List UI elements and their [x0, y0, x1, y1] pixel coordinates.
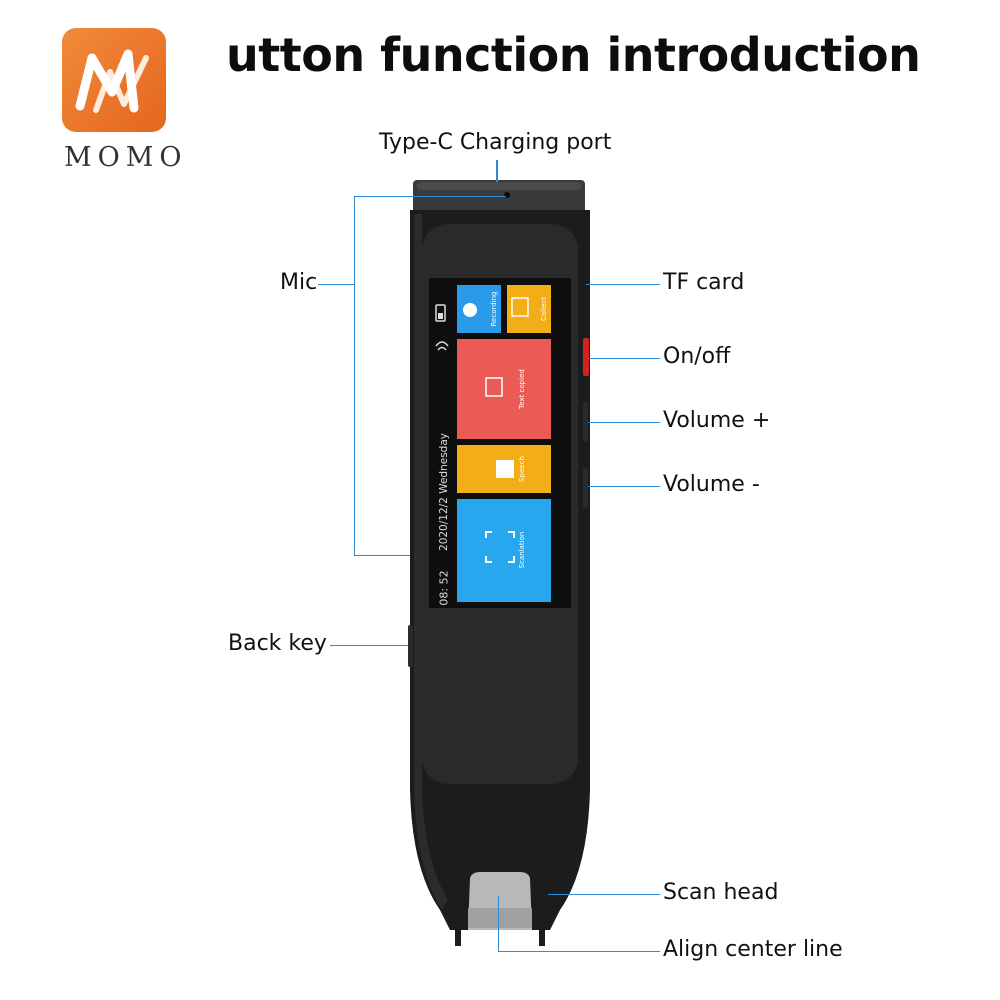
- label-volume-minus: Volume -: [663, 472, 760, 497]
- label-align-center-line: Align center line: [663, 937, 843, 962]
- logo-m-glyph-icon: [75, 49, 149, 113]
- screen-clock: 08: 52: [437, 570, 451, 606]
- leader-line-mic-bottom: [354, 555, 410, 556]
- leader-line-back-key: [330, 645, 408, 646]
- leader-line-on-off: [589, 358, 660, 359]
- page-title: utton function introduction: [226, 28, 921, 82]
- microphone-icon: [463, 303, 477, 317]
- leader-line-charging: [496, 160, 498, 182]
- leader-line-tf-card: [586, 284, 660, 285]
- back-key-shape: [408, 625, 413, 667]
- leader-line-volume-plus: [588, 422, 660, 423]
- translator-pen: 08: 52 2020/12/2 Wednesday Recording Col…: [400, 170, 600, 960]
- leader-line-align-vertical: [498, 896, 499, 951]
- speech-icon: [496, 460, 514, 478]
- screen-date: 2020/12/2 Wednesday: [438, 433, 450, 551]
- tile-label-recording[interactable]: Recording: [490, 291, 498, 327]
- label-scan-head: Scan head: [663, 880, 779, 905]
- logo-text: MOMO: [64, 142, 188, 173]
- volume-down-shape: [583, 468, 588, 508]
- logo-mark: [62, 28, 166, 132]
- power-button-shape: [583, 338, 589, 376]
- leader-line-mic-top: [354, 196, 506, 197]
- scan-frame-icon: [485, 531, 515, 563]
- tile-label-speech[interactable]: Speech: [518, 456, 526, 482]
- volume-up-shape: [583, 402, 588, 442]
- battery-icon: [435, 304, 446, 322]
- label-mic: Mic: [280, 270, 318, 295]
- document-icon: [485, 377, 503, 397]
- tile-label-text-copied[interactable]: Text copied: [518, 369, 526, 409]
- leader-line-mic-label: [318, 284, 354, 285]
- tile-scanlation: [457, 499, 551, 602]
- leader-line-mic-vertical: [354, 196, 355, 556]
- label-back-key: Back key: [228, 631, 327, 656]
- tile-collect: [507, 285, 551, 333]
- mic-hole-icon: [504, 192, 510, 198]
- leader-line-scan-head: [548, 894, 660, 895]
- label-tf-card: TF card: [663, 270, 745, 295]
- label-charging-port: Type-C Charging port: [379, 130, 612, 155]
- label-volume-plus: Volume +: [663, 408, 771, 433]
- leader-line-volume-minus: [588, 486, 660, 487]
- wifi-icon: [435, 341, 449, 351]
- tile-text-copied: [457, 339, 551, 439]
- leader-line-align-horizontal: [498, 951, 660, 952]
- tile-label-scanlation[interactable]: Scanlation: [518, 531, 526, 569]
- brand-logo: MOMO: [0, 0, 230, 222]
- label-on-off: On/off: [663, 344, 731, 369]
- tile-label-collect[interactable]: Collect: [540, 297, 548, 321]
